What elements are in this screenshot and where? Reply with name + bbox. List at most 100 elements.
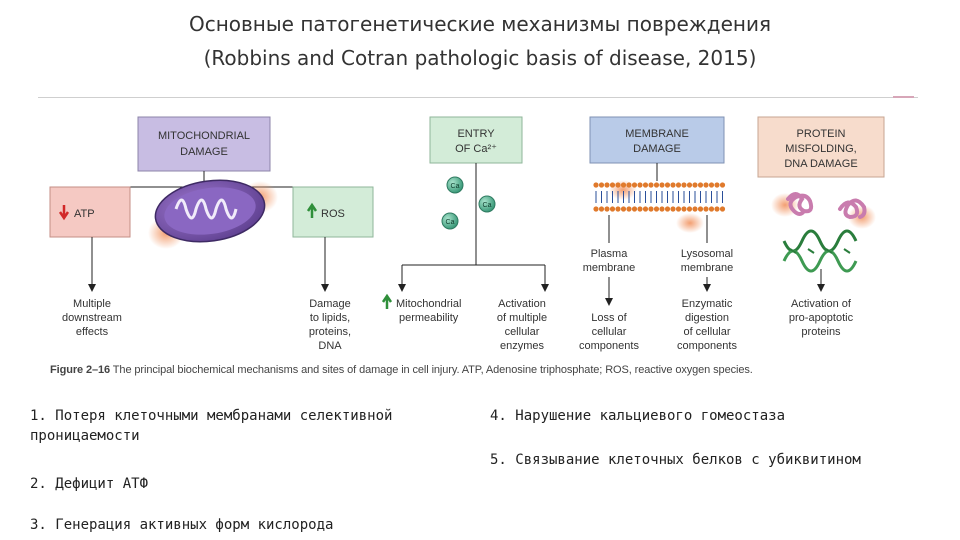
lipid-head [703, 182, 709, 188]
lipid-head [714, 206, 720, 212]
calcium-entry-box: ENTRY OF Ca²⁺ [429, 116, 523, 164]
lysosomal-membrane-label: Lysosomal membrane [681, 248, 734, 274]
protein-box-line1: PROTEIN [797, 128, 846, 140]
outcome-text: permeability [399, 312, 459, 324]
membrane-box-line2: DAMAGE [633, 143, 681, 155]
lipid-head [604, 206, 610, 212]
misfolded-protein-illustration [771, 192, 876, 229]
list-item: 2. Дефицит АТФ [30, 476, 149, 492]
label-text: membrane [583, 262, 636, 274]
outcome-text: to lipids, [310, 312, 350, 324]
lipid-head [714, 182, 720, 188]
outcome-text: Activation [498, 298, 546, 310]
lipid-head [598, 206, 605, 212]
lipid-head [637, 182, 643, 188]
lipid-head [648, 182, 654, 188]
lipid-head [708, 206, 715, 212]
outcome-text: DNA [318, 340, 342, 352]
lipid-head [659, 182, 665, 188]
calcium-ion-icon: Ca [478, 195, 496, 213]
lipid-head [609, 182, 616, 188]
lipid-head [670, 206, 676, 212]
lipid-head [631, 182, 638, 188]
ros-box: ROS [292, 186, 374, 238]
lipid-head [637, 206, 643, 212]
lipid-head [653, 206, 660, 212]
outcome-damage-lipids: Damage to lipids, proteins, DNA [309, 298, 351, 352]
list-item: 1. Потеря клеточными мембранами селектив… [30, 408, 393, 444]
outcome-text: Mitochondrial [396, 298, 461, 310]
lipid-head [593, 182, 599, 188]
protein-box-line2: MISFOLDING, [785, 143, 857, 155]
membrane-box-line1: MEMBRANE [625, 128, 689, 140]
outcome-text: proteins [801, 326, 841, 338]
mito-box-line1: MITOCHONDRIAL [158, 130, 250, 142]
outcome-text: Activation of [791, 298, 852, 310]
ion-label: Ca [446, 219, 455, 226]
label-text: Plasma [591, 248, 629, 260]
figure-caption: Figure 2–16 The principal biochemical me… [50, 364, 753, 376]
lipid-head [626, 206, 632, 212]
ca-box-line2: OF Ca²⁺ [455, 143, 497, 155]
lipid-head [686, 206, 693, 212]
lipid-head [653, 182, 660, 188]
outcome-text: Multiple [73, 298, 111, 310]
lipid-head [675, 182, 682, 188]
protein-misfolding-box: PROTEIN MISFOLDING, DNA DAMAGE [757, 116, 885, 178]
lipid-head [675, 206, 682, 212]
outcome-enzymatic-digestion: Enzymatic digestion of cellular componen… [677, 298, 737, 352]
lipid-head [719, 206, 726, 212]
outcome-text: cellular [505, 326, 540, 338]
lipid-head [593, 206, 599, 212]
lipid-head [604, 182, 610, 188]
lipid-head [620, 206, 627, 212]
label-text: Lysosomal [681, 248, 733, 260]
caption-text: The principal biochemical mechanisms and… [110, 364, 753, 376]
membrane-damage-box: MEMBRANE DAMAGE [589, 116, 725, 164]
lipid-head [681, 206, 687, 212]
lipid-bilayer-illustration [593, 180, 726, 233]
outcome-text: components [677, 340, 737, 352]
label-text: membrane [681, 262, 734, 274]
outcome-text: proteins, [309, 326, 351, 338]
lipid-head [681, 182, 687, 188]
plasma-membrane-label: Plasma membrane [583, 248, 636, 274]
lipid-head [598, 182, 605, 188]
lipid-head [609, 206, 616, 212]
lipid-head [708, 182, 715, 188]
lipid-head [692, 182, 698, 188]
lipid-head [670, 182, 676, 188]
atp-label: ATP [74, 208, 95, 220]
outcome-text: Damage [309, 298, 351, 310]
outcome-text: digestion [685, 312, 729, 324]
outcome-text: downstream [62, 312, 122, 324]
lipid-head [703, 206, 709, 212]
mechanisms-figure: MITOCHONDRIAL DAMAGE ATP ROS Multiple do… [49, 116, 885, 352]
lipid-head [615, 206, 621, 212]
ros-label: ROS [321, 208, 345, 220]
outcome-text: of multiple [497, 312, 547, 324]
title-divider [38, 97, 918, 98]
ca-box-line1: ENTRY [457, 128, 495, 140]
lipid-head [664, 182, 671, 188]
calcium-ion-icon: Ca [446, 176, 464, 194]
lipid-head [626, 182, 632, 188]
outcome-pro-apoptotic: Activation of pro-apoptotic proteins [789, 298, 854, 338]
lipid-head [659, 206, 665, 212]
mitochondrial-damage-box: MITOCHONDRIAL DAMAGE [137, 116, 271, 172]
mito-box-line2: DAMAGE [180, 146, 228, 158]
lipid-head [692, 206, 698, 212]
outcome-text: Loss of [591, 312, 627, 324]
outcome-text: cellular [592, 326, 627, 338]
lipid-head [664, 206, 671, 212]
lipid-head [697, 182, 704, 188]
outcome-text: Enzymatic [682, 298, 733, 310]
arrow-up-icon [381, 293, 393, 309]
outcome-activation-enzymes: Activation of multiple cellular enzymes [497, 298, 547, 352]
atp-box: ATP [49, 186, 131, 238]
lipid-head [642, 206, 649, 212]
lipid-head [686, 182, 693, 188]
outcome-text: effects [76, 326, 109, 338]
ion-label: Ca [451, 183, 460, 190]
outcome-text: components [579, 340, 639, 352]
